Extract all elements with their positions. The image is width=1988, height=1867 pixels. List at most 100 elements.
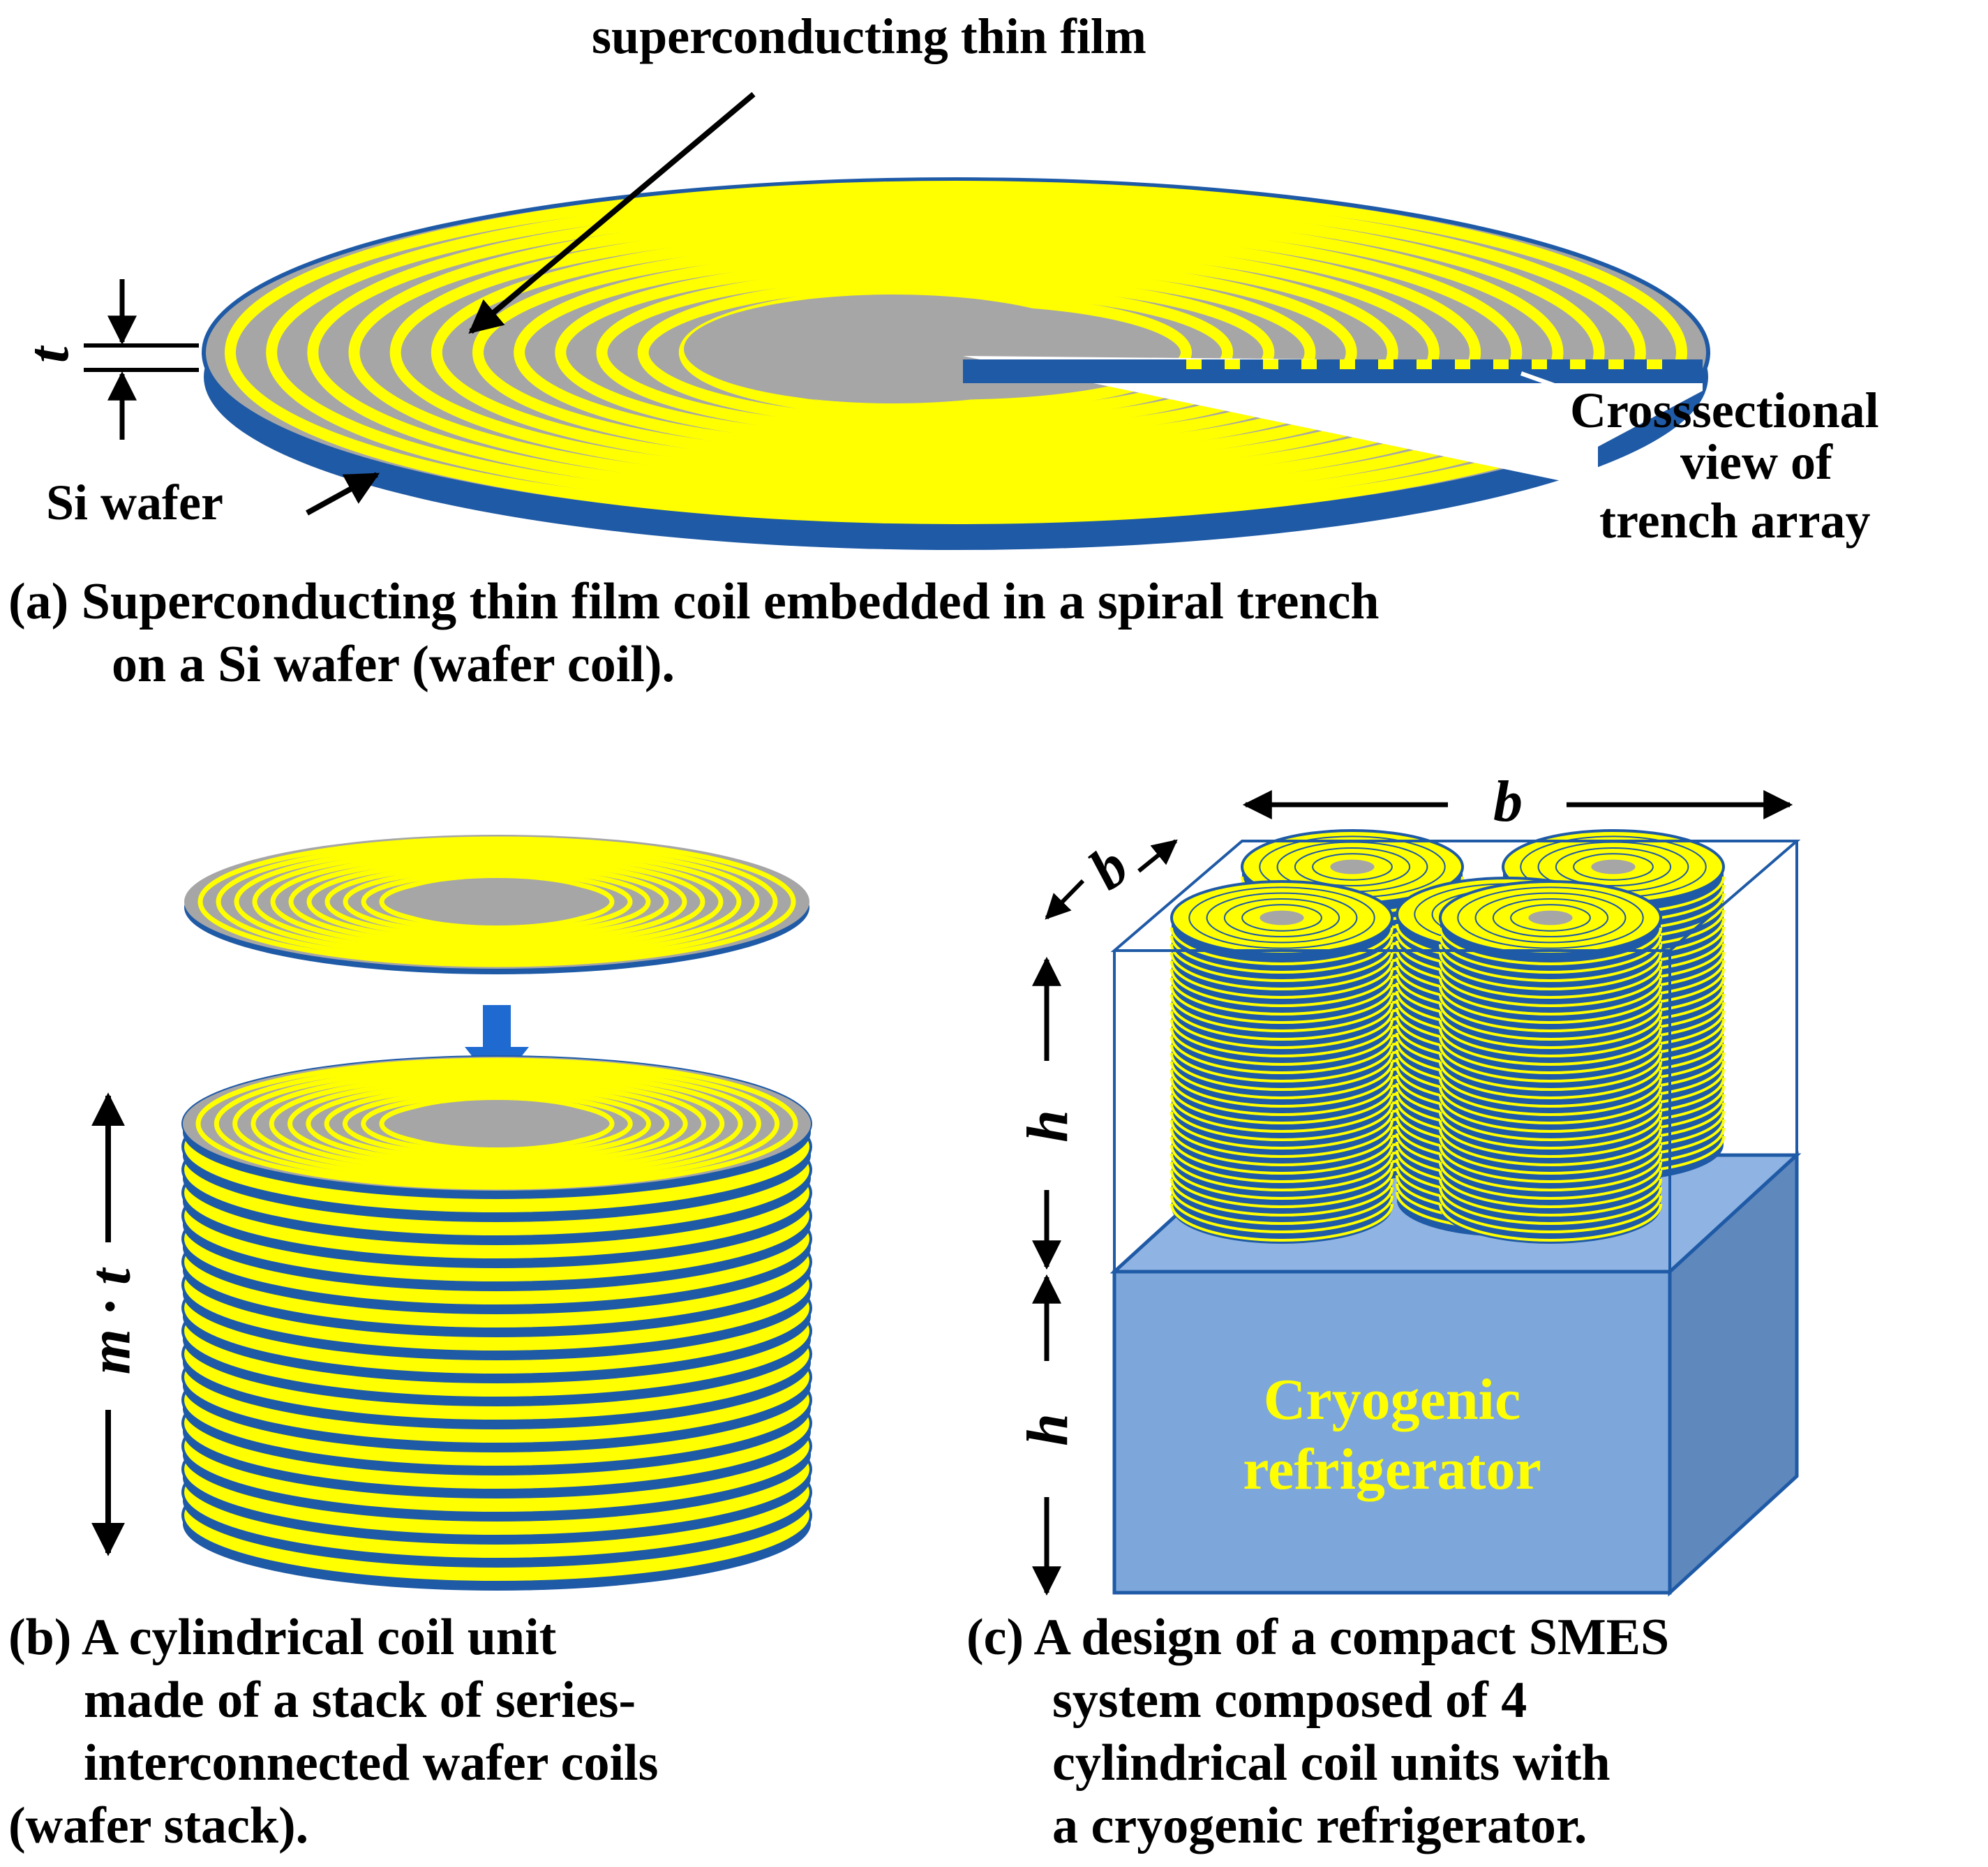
coil-winding: [1170, 977, 1393, 1016]
coil-winding: [1170, 1120, 1393, 1158]
film-ring: [269, 1073, 725, 1175]
refrigerator-label-line-2: refrigerator: [1243, 1437, 1541, 1502]
trench-array: [1186, 359, 1662, 369]
film-ring: [596, 265, 1316, 440]
coil-winding: [1439, 1061, 1662, 1099]
film-ring: [251, 1069, 743, 1178]
caption-b-line-3: interconnected wafer coils: [84, 1734, 659, 1792]
coil-winding: [1439, 1111, 1662, 1150]
film-ring: [266, 190, 1646, 515]
single-wafer-spiral: [197, 836, 796, 967]
callout-cross-line-1: Crosssectional: [1570, 382, 1879, 438]
wafer-stack-layers: [181, 1055, 812, 1591]
callout-superconducting-film: superconducting thin film: [592, 8, 1146, 64]
film-ring: [379, 1096, 615, 1151]
label-t: t: [16, 346, 82, 364]
film-ring: [555, 256, 1357, 449]
coil-top-center: [1591, 859, 1636, 875]
coil-top-ring: [1241, 904, 1322, 932]
trench-tooth: [1378, 359, 1393, 369]
caption-b-line-2: made of a stack of series-: [84, 1672, 636, 1729]
coil-winding: [1439, 944, 1662, 982]
coil-winding: [1170, 1052, 1393, 1091]
coil-winding: [1170, 1145, 1393, 1183]
label-h-upper: h: [1015, 1110, 1080, 1143]
film-ring: [431, 228, 1481, 477]
trench-tooth: [1263, 359, 1278, 369]
coil-top-center: [1528, 910, 1573, 925]
caption-b-line-1: (b) A cylindrical coil unit: [8, 1609, 557, 1666]
film-ring: [225, 181, 1687, 524]
coil-winding: [1170, 1086, 1393, 1124]
coil-top-ring: [1510, 904, 1591, 932]
caption-c-line-2: system composed of 4: [1052, 1672, 1527, 1729]
coil-winding: [1439, 1170, 1662, 1208]
film-ring: [324, 863, 669, 940]
trench-tooth: [1186, 359, 1202, 369]
coil-winding: [1170, 1161, 1393, 1200]
film-ring: [307, 200, 1605, 505]
trench-tooth: [1570, 359, 1585, 369]
coil-winding: [1170, 1044, 1393, 1083]
enclosure-box: [1110, 840, 1801, 1272]
coil-winding: [1439, 1011, 1662, 1049]
coil-winding: [1170, 1027, 1393, 1066]
film-ring: [232, 1065, 761, 1182]
film-ring: [343, 867, 651, 937]
coil-winding: [1170, 960, 1393, 999]
coil-top-ring: [1206, 892, 1358, 944]
coil-winding: [1439, 1002, 1662, 1041]
coil-winding: [1439, 935, 1662, 974]
cross-section-strip: [963, 359, 1703, 383]
film-ring: [379, 875, 615, 929]
coil-winding: [1439, 960, 1662, 999]
coil-top-ring: [1555, 847, 1672, 887]
callout-si-wafer: Si wafer: [46, 475, 223, 530]
coil-winding: [1439, 1094, 1662, 1133]
coil-winding: [1170, 1103, 1393, 1141]
coil-winding: [1439, 1103, 1662, 1141]
coil-winding: [1439, 1078, 1662, 1116]
film-ring: [348, 209, 1564, 496]
coil-winding: [1170, 1178, 1393, 1217]
trench-tooth: [1455, 359, 1470, 369]
trench-tooth: [1493, 359, 1509, 369]
dimension-b: [1045, 790, 1793, 920]
callout-cross-line-2: view of: [1680, 434, 1832, 490]
film-ring: [361, 1092, 633, 1155]
coil-winding: [1170, 969, 1393, 1007]
coil-winding: [1170, 927, 1393, 965]
coil-winding: [1170, 1011, 1393, 1049]
stack-top-center: [392, 1100, 601, 1147]
coil-winding: [1439, 994, 1662, 1032]
callout-cross-line-3: trench array: [1599, 493, 1871, 549]
coil-units: [1170, 829, 1725, 1244]
coil-winding: [1170, 1069, 1393, 1108]
film-ring: [637, 275, 1275, 430]
coil-winding: [1439, 1086, 1662, 1124]
film-ring: [195, 1057, 798, 1190]
cross-callout-arrow: [1520, 371, 1571, 393]
film-ring: [472, 237, 1440, 468]
film-ring: [288, 856, 705, 948]
refrigerator-label-line-1: Cryogenic: [1263, 1367, 1521, 1432]
trench-tooth: [1532, 359, 1547, 369]
coil-winding: [1439, 1027, 1662, 1066]
coil-winding: [1170, 1078, 1393, 1116]
coil-winding: [1439, 1019, 1662, 1057]
film-ring: [252, 848, 742, 955]
caption-a-line-2: on a Si wafer (wafer coil).: [112, 636, 675, 693]
coil-winding: [1439, 1128, 1662, 1166]
trench-tooth: [1301, 359, 1317, 369]
coil-winding: [1170, 1136, 1393, 1175]
coil-top-ring: [1573, 853, 1654, 881]
wafer-center-hole: [684, 295, 1103, 403]
coil-top-ring: [1294, 847, 1411, 887]
coil-winding: [1439, 985, 1662, 1024]
caption-a-line-1: (a) Superconducting thin film coil embed…: [8, 573, 1380, 630]
coil-winding: [1170, 1153, 1393, 1191]
coil-winding: [1170, 1094, 1393, 1133]
coil-winding: [1439, 977, 1662, 1016]
coil-top-ring: [1457, 886, 1644, 949]
coil-winding: [1170, 1019, 1393, 1057]
